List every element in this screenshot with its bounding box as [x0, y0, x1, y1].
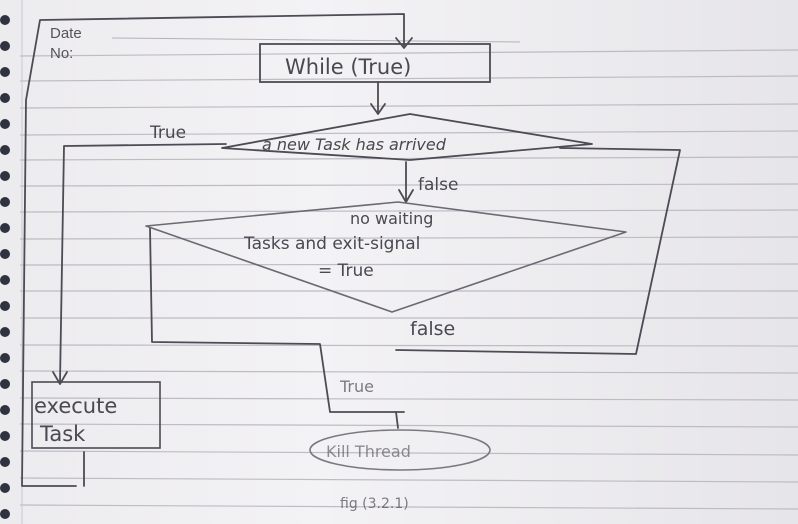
kill-thread-terminator [309, 429, 491, 471]
label-false-2: false [410, 318, 455, 340]
arrow-head-decision [370, 103, 386, 115]
date-label: Date [50, 25, 82, 42]
arrow-head-top [395, 37, 413, 49]
outer-loop-right-line [395, 147, 681, 355]
label-true-2: True [339, 377, 374, 396]
loop-box [259, 43, 491, 83]
connectors [21, 13, 681, 487]
label-false-1: false [418, 175, 458, 195]
loop-back-line [21, 13, 405, 487]
decision-new-task [221, 113, 593, 161]
decision-exit-line3: = True [318, 261, 374, 281]
true-to-kill-line [395, 411, 399, 429]
loop-box-label: While (True) [285, 55, 411, 79]
true-branch-line [59, 143, 227, 383]
decision-new-task-label: a new Task has arrived [262, 135, 447, 154]
arrow-head-exit-decision [398, 189, 414, 203]
execute-task-line1: execute [34, 394, 117, 418]
decision-exit-line2: Tasks and exit-signal [243, 234, 420, 254]
binding-holes [0, 15, 10, 519]
date-underline [111, 37, 521, 43]
label-true-1: True [149, 123, 186, 143]
kill-thread-label: Kill Thread [326, 442, 411, 461]
execute-task-box [31, 381, 161, 449]
ruled-lines [19, 49, 798, 510]
no-label: No: [50, 45, 73, 62]
figure-caption: fig (3.2.1) [340, 496, 409, 512]
decision-exit [145, 201, 627, 313]
arrow-head-execute [52, 371, 68, 385]
exit-false-line [149, 227, 405, 413]
decision-exit-line1: no waiting [350, 209, 433, 228]
execute-task-line2: Task [39, 422, 86, 446]
